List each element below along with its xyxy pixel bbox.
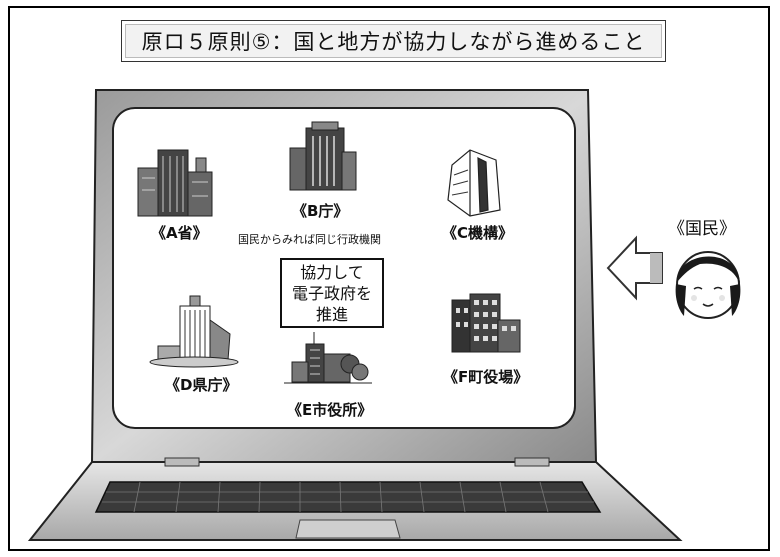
agency-f-label: 《F町役場》 <box>443 368 529 386</box>
agency-a-label: 《A省》 <box>151 224 208 242</box>
building-a-icon <box>137 149 213 217</box>
agency-d-label: 《D県庁》 <box>165 376 238 394</box>
citizen-label: 《国民》 <box>668 219 736 239</box>
agency-c-label: 《C機構》 <box>442 224 514 242</box>
cooperation-line-1: 協力して <box>300 262 364 282</box>
building-e-icon <box>284 332 372 384</box>
cooperation-box: 協力して 電子政府を 推進 <box>280 258 384 328</box>
laptop-touchpad <box>295 519 401 539</box>
citizen-face-icon <box>675 251 741 319</box>
building-b-icon <box>289 121 357 191</box>
building-c-icon <box>447 149 501 217</box>
agency-b-label: 《B庁》 <box>292 202 349 220</box>
diagram-title: 原ロ５原則⑤：国と地方が協力しながら進めること <box>121 20 666 62</box>
cooperation-line-2: 電子政府を <box>291 283 372 303</box>
same-agency-note: 国民からみれば同じ行政機関 <box>238 233 381 246</box>
laptop-keyboard <box>94 481 602 513</box>
agency-e-label: 《E市役所》 <box>287 401 373 419</box>
building-f-icon <box>451 293 521 353</box>
building-d-icon <box>149 295 239 368</box>
cooperation-line-3: 推進 <box>315 304 348 324</box>
